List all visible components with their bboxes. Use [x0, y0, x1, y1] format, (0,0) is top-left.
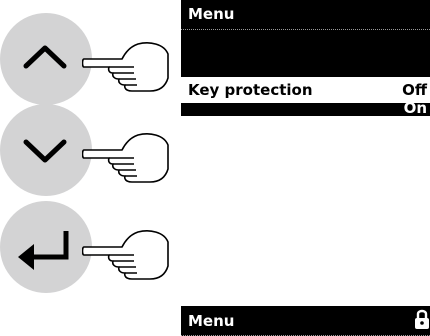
- enter-arrow-icon: [18, 231, 69, 270]
- title-divider: [181, 29, 430, 30]
- menu-row-value: Off: [402, 81, 427, 99]
- display-screen-bottom: Menu: [181, 306, 430, 336]
- menu-title: Menu: [188, 312, 235, 330]
- pointing-hand-icon: [82, 133, 169, 183]
- menu-row-on: On: [181, 99, 430, 117]
- menu-title-row: Menu: [181, 308, 430, 334]
- chevron-up-icon: [23, 45, 67, 69]
- up-button[interactable]: [0, 13, 92, 105]
- menu-row-empty: [181, 38, 430, 64]
- menu-title: Menu: [188, 5, 235, 23]
- chevron-down-icon: [23, 139, 67, 163]
- enter-button[interactable]: [0, 201, 92, 293]
- menu-row-value: On: [403, 99, 427, 117]
- down-button[interactable]: [0, 104, 92, 196]
- menu-title-row: Menu: [181, 1, 430, 27]
- pointing-hand-icon: [82, 42, 169, 92]
- menu-row-label: Key protection: [188, 81, 313, 99]
- pointing-hand-icon: [82, 230, 169, 280]
- menu-row-key-protection[interactable]: Key protection Off: [181, 77, 430, 103]
- lock-icon: [415, 309, 429, 329]
- display-screen-top: Menu Key protection Off On: [181, 0, 430, 117]
